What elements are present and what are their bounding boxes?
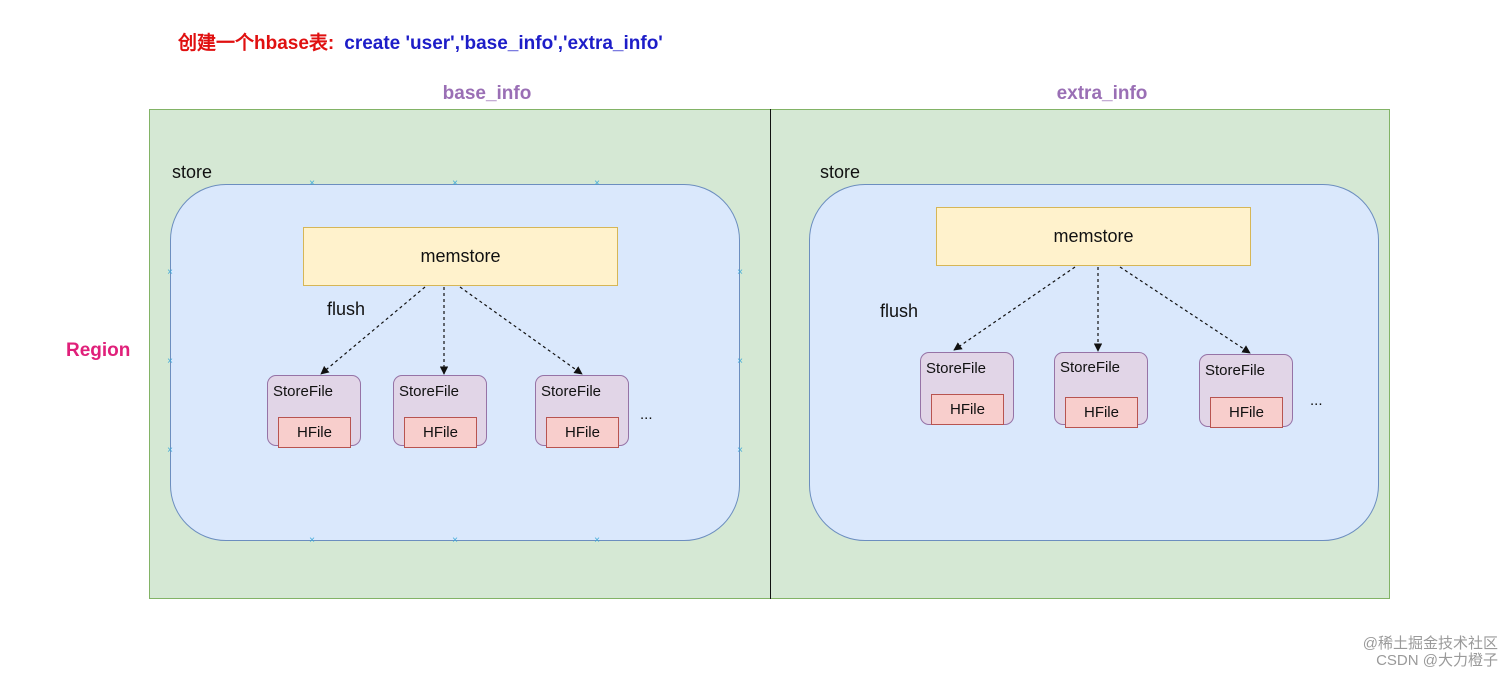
hfile-label: HFile [564, 424, 600, 441]
selection-handle: × [452, 178, 458, 189]
family-label-extra-info: extra_info [1056, 83, 1148, 104]
watermark-line-1: @稀土掘金技术社区 [1362, 635, 1498, 652]
hfile-box: HFile [404, 417, 477, 448]
storefile-box: StoreFile HFile [1199, 354, 1293, 428]
hfile-label: HFile [296, 424, 332, 441]
more-storefiles-ellipsis: ... [1310, 392, 1323, 409]
selection-handle: × [452, 535, 458, 546]
storefile-box: StoreFile HFile [1054, 352, 1148, 428]
hfile-label: HFile [949, 401, 985, 418]
memstore-label: memstore [1053, 226, 1134, 246]
hfile-label: HFile [422, 424, 458, 441]
heading-command: create 'user','base_info','extra_info' [344, 33, 663, 54]
hfile-box: HFile [546, 417, 619, 448]
flush-arrow [953, 266, 1076, 351]
memstore-base-info: memstore [303, 227, 618, 286]
flush-label-base-info: flush [327, 299, 366, 319]
selection-handle: × [737, 267, 743, 278]
flush-arrow [459, 286, 583, 375]
selection-handle: × [309, 178, 315, 189]
hfile-label: HFile [1083, 404, 1119, 421]
storefile-box: StoreFile HFile [920, 352, 1014, 425]
flush-arrow [1119, 266, 1251, 354]
selection-handle: × [167, 356, 173, 367]
selection-handle: × [167, 267, 173, 278]
flush-label-extra-info: flush [880, 301, 919, 321]
storefile-label: StoreFile [1060, 359, 1121, 376]
selection-handle: × [737, 356, 743, 367]
hfile-box: HFile [931, 394, 1004, 425]
storefile-label: StoreFile [399, 383, 460, 400]
hfile-label: HFile [1228, 404, 1264, 421]
storefile-label: StoreFile [1205, 362, 1266, 379]
storefile-label: StoreFile [541, 383, 602, 400]
region-label: Region [66, 340, 131, 361]
storefile-box: StoreFile HFile [267, 375, 361, 448]
selection-handle: × [309, 535, 315, 546]
watermark: @稀土掘金技术社区 CSDN @大力橙子 [1363, 635, 1498, 669]
selection-handle: × [594, 178, 600, 189]
family-label-base-info: base_info [442, 83, 532, 104]
hfile-box: HFile [1210, 397, 1283, 428]
more-storefiles-ellipsis: ... [640, 406, 653, 423]
heading-chinese: 创建一个hbase表: [178, 33, 335, 54]
store-label-extra-info: store [820, 162, 861, 182]
storefile-label: StoreFile [926, 360, 987, 377]
storefile-label: StoreFile [273, 383, 334, 400]
watermark-line-2: CSDN @大力橙子 [1376, 652, 1498, 669]
store-label-base-info: store [172, 162, 213, 182]
storefile-box: StoreFile HFile [535, 375, 629, 448]
selection-handle: × [594, 535, 600, 546]
family-divider [770, 109, 771, 599]
hfile-box: HFile [1065, 397, 1138, 428]
selection-handle: × [167, 445, 173, 456]
hfile-box: HFile [278, 417, 351, 448]
memstore-label: memstore [420, 246, 501, 266]
storefile-box: StoreFile HFile [393, 375, 487, 448]
memstore-extra-info: memstore [936, 207, 1251, 266]
flush-arrow [320, 286, 426, 375]
diagram-heading: 创建一个hbase表: create 'user','base_info','ex… [178, 28, 663, 55]
selection-handle: × [737, 445, 743, 456]
